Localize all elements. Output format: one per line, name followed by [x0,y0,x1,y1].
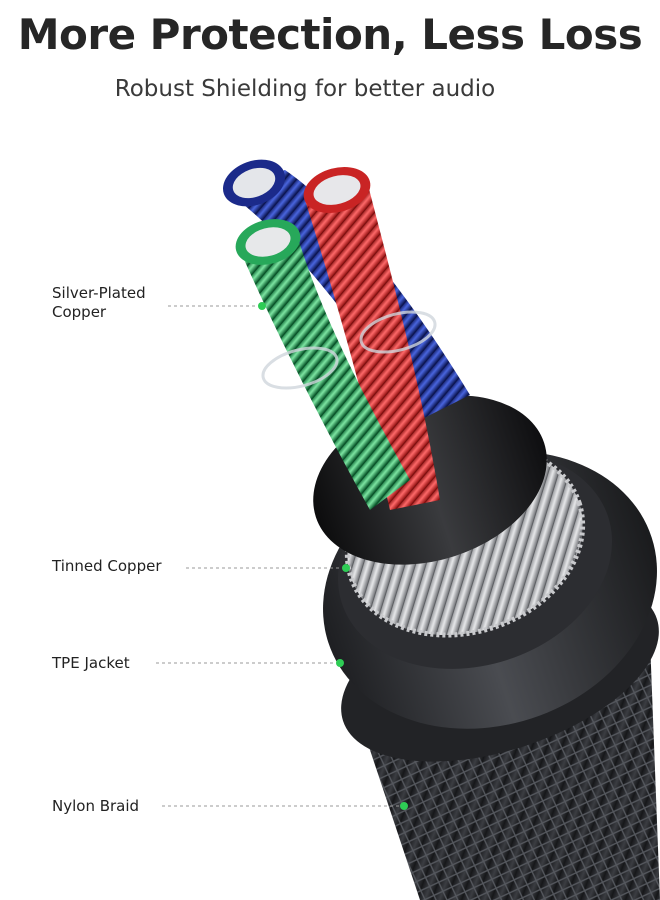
label-nylon-braid: Nylon Braid [52,797,140,815]
leader-dot-nylon [400,802,408,810]
leader-dot-silver [258,302,266,310]
leader-dot-tinned [342,564,350,572]
leader-dot-tpe [336,659,344,667]
label-tpe-jacket: TPE Jacket [52,654,130,672]
label-tinned-copper: Tinned Copper [52,557,162,575]
label-silver-plated-copper: Silver-Plated Copper [52,284,146,321]
headline: More Protection, Less Loss [17,10,643,59]
subheadline: Robust Shielding for better audio [114,76,496,102]
